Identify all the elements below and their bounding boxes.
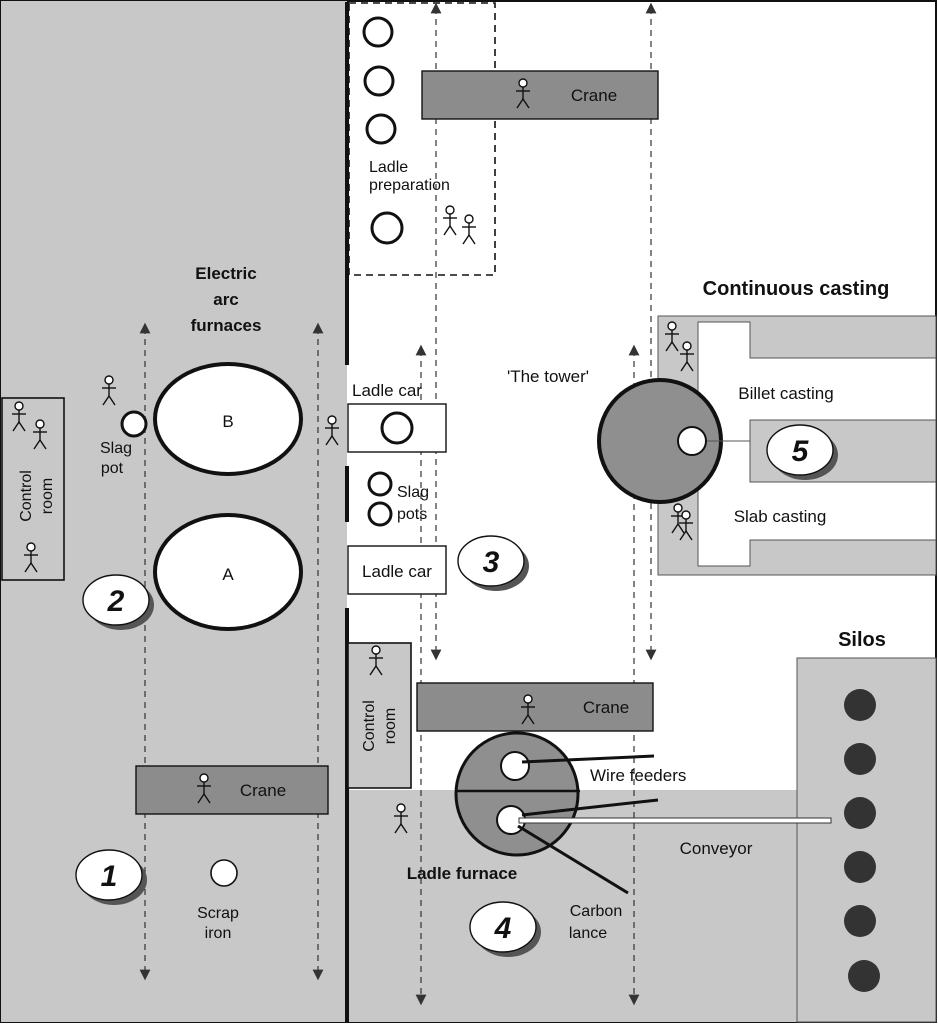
slag-pot: Slag pot	[100, 410, 148, 477]
scrap-iron-circle	[210, 859, 238, 887]
silo-circle	[844, 689, 876, 721]
eaf-title-line2: arc	[213, 290, 239, 309]
scrap-iron-label-2: iron	[205, 925, 232, 942]
ladle-car-top: Ladle car	[347, 381, 447, 453]
ladle-car-bottom: Ladle car	[347, 545, 447, 595]
conveyor: Conveyor	[518, 817, 832, 858]
silo-circle	[844, 905, 876, 937]
silos: Silos	[838, 629, 886, 992]
step-badge-1: 1	[75, 849, 147, 905]
crane-rails	[139, 2, 657, 1006]
slag-pots-group: Slag pots	[367, 471, 429, 527]
ladle-furnace-label: Ladle furnace	[407, 864, 518, 883]
slag-pot-circle	[367, 471, 393, 497]
slag-pot-label-2: pot	[101, 460, 124, 477]
ladle-car-bottom-label: Ladle car	[362, 562, 432, 581]
continuous-casting: Continuous casting Billet casting Slab c…	[597, 278, 890, 526]
slag-pot-label-1: Slag	[100, 440, 132, 457]
casting-channel	[697, 321, 937, 567]
control-room-left-label-1: Control	[18, 470, 35, 522]
ladle-preparation-label-1: Ladle	[369, 159, 408, 176]
step-number-3: 3	[483, 546, 500, 579]
ladle-car-top-label: Ladle car	[352, 381, 422, 400]
ladle-preparation-label-2: preparation	[369, 177, 450, 194]
slag-pot-circle	[120, 410, 148, 438]
eaf-title-line1: Electric	[195, 264, 256, 283]
turret-ladle	[677, 426, 707, 456]
step-number-4: 4	[494, 912, 512, 945]
control-room-mid: Control room	[347, 642, 412, 789]
crane-left-label: Crane	[240, 781, 286, 800]
furnace-a: A	[153, 513, 303, 631]
crane-mid-label: Crane	[583, 698, 629, 717]
silo-circle	[844, 743, 876, 775]
billet-casting-label: Billet casting	[738, 384, 833, 403]
ladle-circle	[363, 65, 395, 97]
step-number-1: 1	[101, 860, 118, 893]
wire-feeder-line	[521, 798, 659, 817]
ladle-preparation: Ladle preparation	[362, 16, 450, 245]
silo-circle	[848, 960, 880, 992]
wire-feeders-label: Wire feeders	[590, 766, 686, 785]
wire-feeder-port	[500, 751, 530, 781]
ladle-circle	[365, 113, 397, 145]
wire-feeder-line	[521, 754, 655, 764]
slag-pot-circle	[367, 501, 393, 527]
slag-pots-label-1: Slag	[397, 484, 429, 501]
step-badges: 1 2 3 4 5	[75, 424, 838, 957]
slag-pots-label-2: pots	[397, 506, 427, 523]
furnace-b: B	[153, 362, 303, 476]
carbon-lance-line	[517, 824, 629, 895]
eaf-title-line3: furnaces	[191, 316, 262, 335]
scrap-iron-label-1: Scrap	[197, 905, 239, 922]
conveyor-label: Conveyor	[680, 839, 753, 858]
step-badge-4: 4	[469, 901, 541, 957]
scrap-iron: Scrap iron	[197, 859, 239, 942]
control-room-left-label-2: room	[39, 478, 56, 514]
the-tower-label: 'The tower'	[507, 367, 589, 386]
silos-title: Silos	[838, 629, 886, 651]
ladle-furnace: Wire feeders Ladle furnace Carbon lance	[407, 731, 686, 942]
carbon-lance-label-2: lance	[569, 925, 607, 942]
ladle-circle	[370, 211, 404, 245]
step-badge-3: 3	[457, 535, 529, 591]
furnace-a-label: A	[222, 565, 234, 584]
ladle-furnace-vessel	[454, 731, 580, 857]
control-room-mid-label-2: room	[382, 708, 399, 744]
continuous-casting-title: Continuous casting	[703, 278, 890, 300]
ladle-circle	[362, 16, 394, 48]
electric-arc-furnaces-title: Electric arc furnaces	[191, 264, 262, 335]
step-number-5: 5	[792, 435, 810, 468]
control-room-mid-label-1: Control	[361, 700, 378, 752]
crane-top: Crane	[421, 70, 659, 120]
crane-left: Crane	[135, 765, 329, 815]
conveyor-belt	[518, 817, 832, 824]
slab-casting-label: Slab casting	[734, 507, 827, 526]
step-badge-2: 2	[82, 574, 154, 630]
ladle-car-ladle	[380, 411, 414, 445]
control-room-left: Control room	[1, 397, 65, 581]
crane-top-label: Crane	[571, 86, 617, 105]
silo-circle	[844, 851, 876, 883]
carbon-lance-label-1: Carbon	[570, 903, 622, 920]
furnace-b-label: B	[222, 412, 233, 431]
step-number-2: 2	[107, 585, 125, 618]
silo-circle	[844, 797, 876, 829]
step-badge-5: 5	[766, 424, 838, 480]
